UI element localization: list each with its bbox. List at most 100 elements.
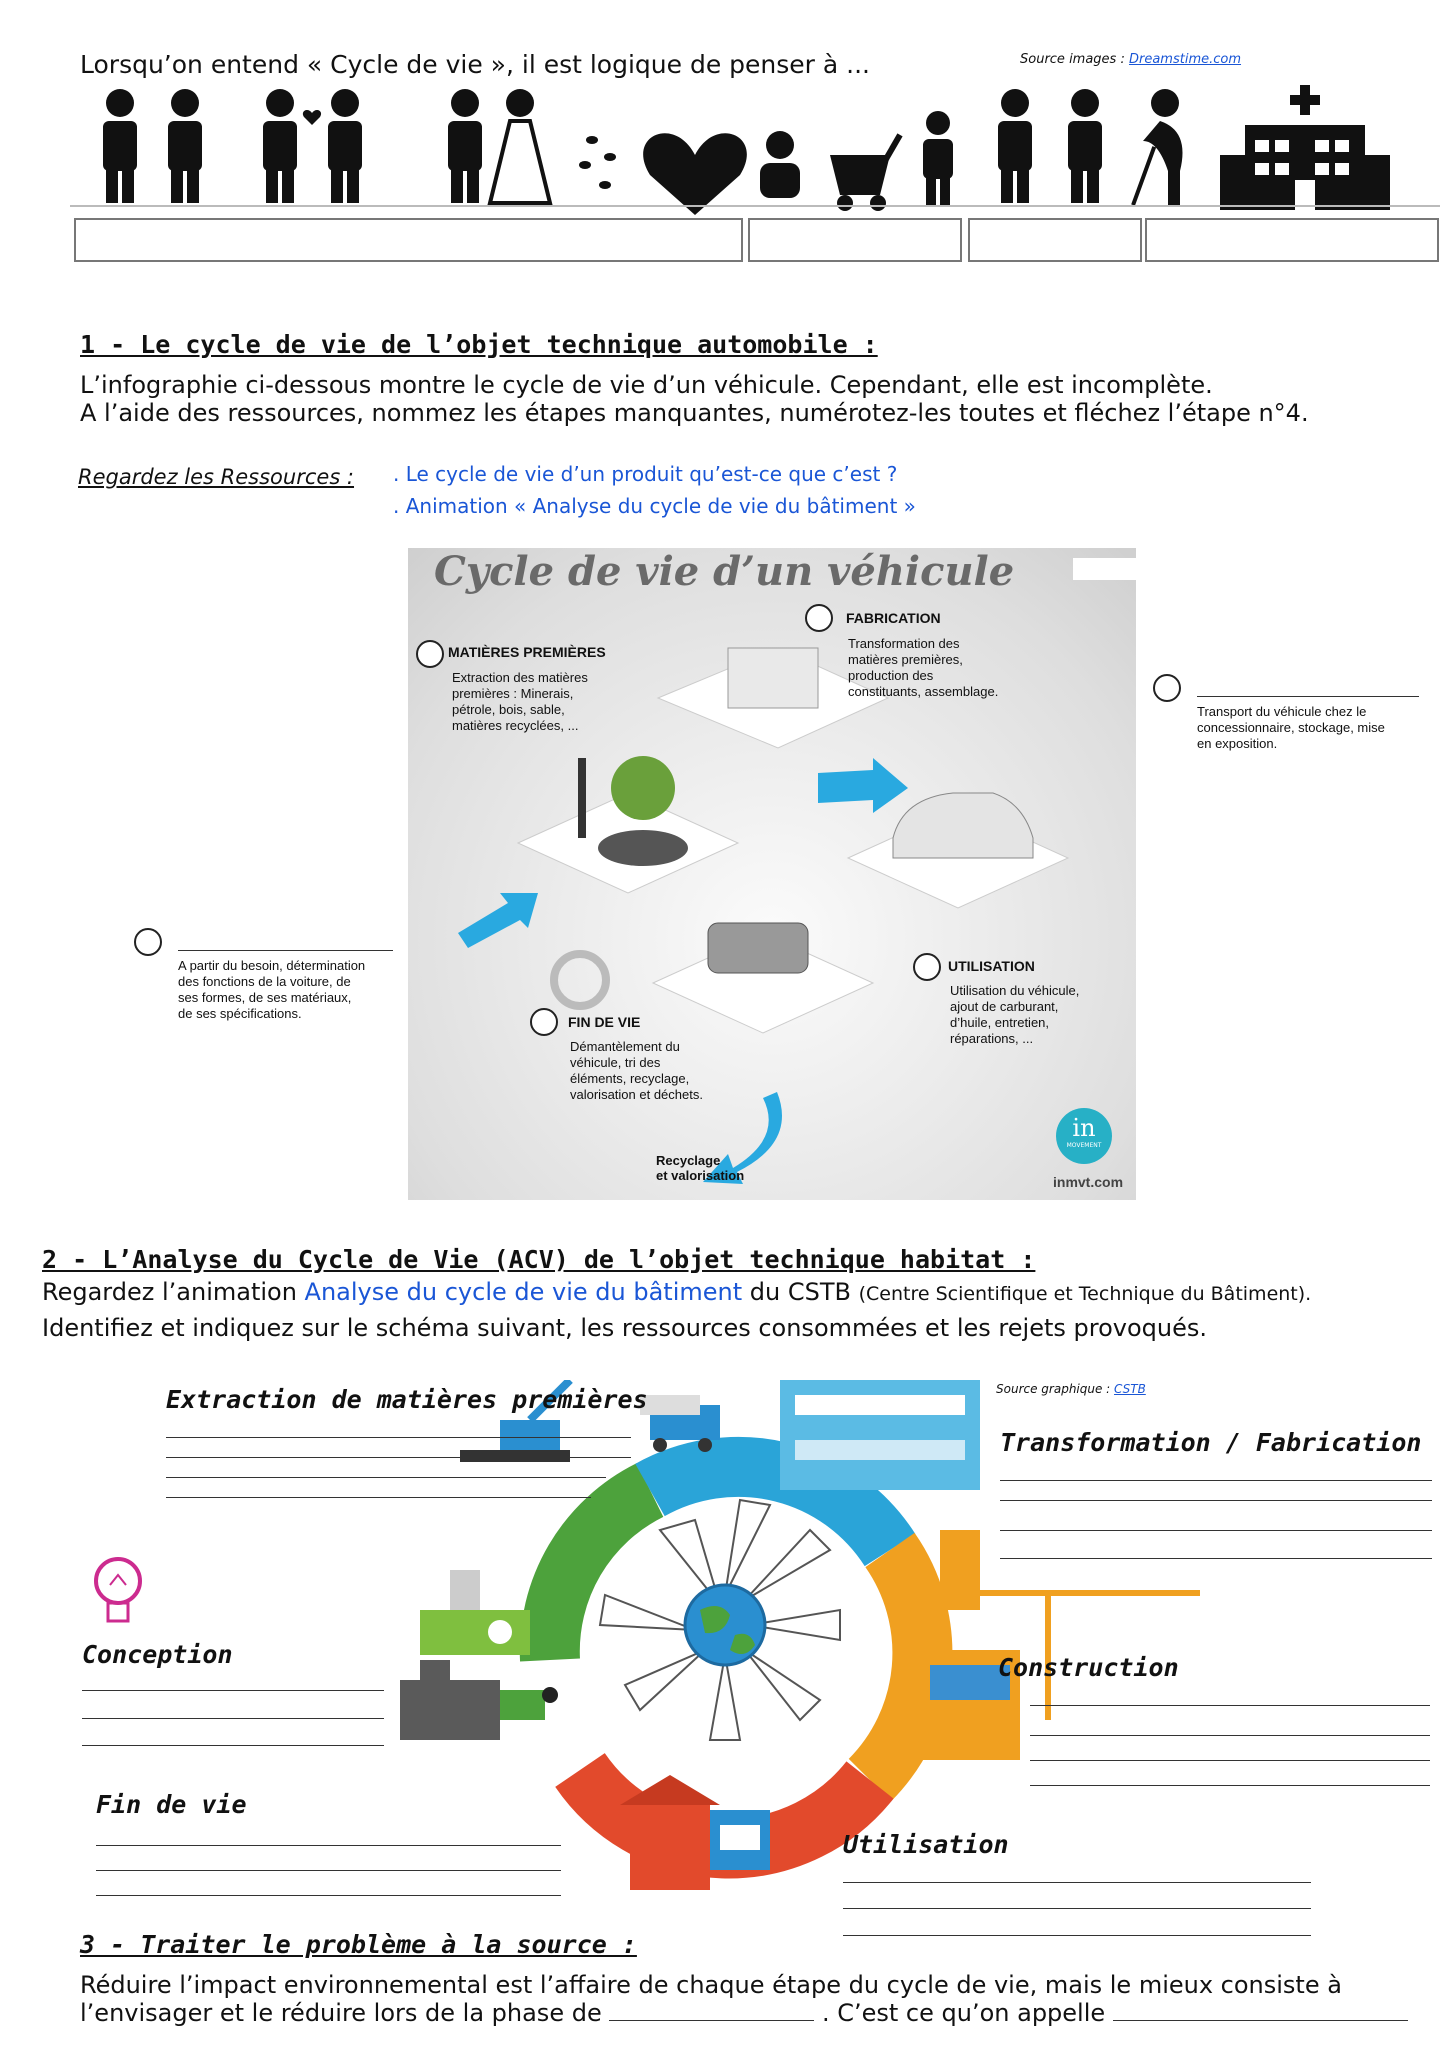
stroller-icon <box>830 133 903 211</box>
fin-de-vie-label: Fin de vie <box>96 1790 247 1819</box>
section3-title: 3 - Traiter le problème à la source : <box>80 1930 637 1959</box>
section3-line2: l’envisager et le réduire lors de la pha… <box>80 1998 1408 2028</box>
cycle-arc-green <box>519 1463 664 1662</box>
extraction-label: Extraction de matières premières <box>166 1385 648 1414</box>
answer-box-3[interactable] <box>968 218 1142 262</box>
demolition-icon <box>400 1660 558 1740</box>
transformation-line-3[interactable] <box>1000 1530 1432 1531</box>
cstb-source: Source graphique : CSTB <box>996 1382 1146 1396</box>
concept-blank[interactable] <box>1112 2020 1408 2021</box>
step-circle-utilisation[interactable] <box>913 953 941 981</box>
answer-box-2[interactable] <box>748 218 962 262</box>
acv-animation-link[interactable]: Analyse du cycle de vie du bâtiment <box>304 1278 743 1306</box>
baby-icon <box>760 131 800 198</box>
resource-link-1[interactable]: . Le cycle de vie d’un produit qu’est-ce… <box>393 462 898 486</box>
older-adult-icon <box>1068 89 1102 203</box>
section1-line2: A l’aide des ressources, nommez les étap… <box>80 399 1309 427</box>
construction-line-2[interactable] <box>1030 1735 1430 1736</box>
dreamstime-link[interactable]: Dreamstime.com <box>1128 52 1242 67</box>
utilisation-title: UTILISATION <box>948 958 1035 974</box>
utilisation-label: Utilisation <box>843 1830 1009 1859</box>
transformation-line-4[interactable] <box>1000 1558 1432 1559</box>
crane-icon <box>960 1590 1200 1720</box>
inmovement-logo: in MOVEMENT <box>1056 1108 1112 1164</box>
answer-box-4[interactable] <box>1145 218 1439 262</box>
section1-line1: L’infographie ci-dessous montre le cycle… <box>80 371 1213 399</box>
recycle-icon <box>550 950 610 1010</box>
transformation-line-1[interactable] <box>1000 1480 1432 1481</box>
findevie-title: FIN DE VIE <box>568 1014 641 1030</box>
inmvt-site: inmvt.com <box>1053 1174 1124 1190</box>
extraction-line-1[interactable] <box>166 1437 631 1438</box>
step-circle-conception[interactable] <box>134 928 162 956</box>
arrow-fab-to-use <box>818 758 908 813</box>
resource-link-2[interactable]: . Animation « Analyse du cycle de vie du… <box>393 494 916 518</box>
resources-label: Regardez les Ressources : <box>78 465 355 489</box>
sperm-icon <box>579 136 616 189</box>
wedding-icon <box>448 89 553 205</box>
intro-source: Source images : Dreamstime.com <box>1020 52 1242 67</box>
factory-icon <box>780 1380 980 1490</box>
adult-icon <box>998 89 1032 203</box>
transformation-label: Transformation / Fabrication <box>1000 1428 1422 1457</box>
utilisation-line-2[interactable] <box>843 1908 1311 1909</box>
construction-line-1[interactable] <box>1030 1705 1430 1706</box>
section2-line1: Regardez l’animation Analyse du cycle de… <box>42 1278 1312 1306</box>
step-circle-fabrication[interactable] <box>805 604 833 632</box>
section2-line2: Identifiez et indiquez sur le schéma sui… <box>42 1314 1207 1342</box>
utilisation-text: Utilisation du véhicule,ajout de carbura… <box>950 983 1080 1046</box>
building-icon <box>920 1650 1020 1760</box>
life-pictograms <box>103 85 1390 215</box>
transformation-line-2[interactable] <box>1000 1500 1432 1501</box>
transport-blank[interactable] <box>1197 696 1419 697</box>
white-patch <box>1073 558 1136 580</box>
tree-icon <box>611 756 675 820</box>
recycling-center-icon <box>420 1570 530 1655</box>
cstb-link[interactable]: CSTB <box>1114 1382 1146 1396</box>
conception-line-1[interactable] <box>82 1690 384 1691</box>
findevie-line-1[interactable] <box>96 1845 561 1846</box>
findevie-line-3[interactable] <box>96 1895 561 1896</box>
love-couple-icon <box>263 89 362 203</box>
extraction-line-3[interactable] <box>166 1477 606 1478</box>
factory-shape <box>727 647 819 709</box>
extraction-line-2[interactable] <box>166 1457 631 1458</box>
excavator-icon <box>460 1380 573 1462</box>
section3-line1: Réduire l’impact environnemental est l’a… <box>80 1971 1342 1999</box>
gravel-pile <box>598 830 688 866</box>
construction-line-4[interactable] <box>1030 1785 1430 1786</box>
acv-cycle-diagram <box>400 1380 1200 1890</box>
car-icon <box>892 792 1034 859</box>
step-circle-findevie[interactable] <box>530 1008 558 1036</box>
extraction-line-4[interactable] <box>166 1497 591 1498</box>
vehicle-infographic: Cycle de vie d’un véhicule MATIÈRES PREM… <box>408 548 1136 1200</box>
step-circle-matieres[interactable] <box>416 640 444 668</box>
utilisation-line-1[interactable] <box>843 1882 1311 1883</box>
intro-text: Lorsqu’on entend « Cycle de vie », il es… <box>80 50 870 79</box>
infographic-title: Cycle de vie d’un véhicule <box>434 548 1015 595</box>
findevie-line-2[interactable] <box>96 1870 561 1871</box>
arrow-recyclage <box>703 1092 782 1184</box>
lightbulb-icon <box>94 1557 142 1623</box>
elderly-icon <box>1131 89 1183 206</box>
matieres-title: MATIÈRES PREMIÈRES <box>448 644 606 660</box>
fabrication-title: FABRICATION <box>846 610 941 626</box>
utilisation-line-3[interactable] <box>843 1935 1311 1936</box>
step-circle-transport[interactable] <box>1153 674 1181 702</box>
child-icon <box>923 111 953 205</box>
construction-line-3[interactable] <box>1030 1760 1430 1761</box>
conception-line-2[interactable] <box>82 1718 384 1719</box>
answer-box-1[interactable] <box>74 218 743 262</box>
phase-blank[interactable] <box>609 2020 815 2021</box>
section2-title: 2 - L’Analyse du Cycle de Vie (ACV) de l… <box>42 1245 1036 1274</box>
conception-line-3[interactable] <box>82 1745 384 1746</box>
conception-blank[interactable] <box>178 950 393 951</box>
cycle-arc-orange <box>848 1532 953 1802</box>
construction-label: Construction <box>998 1653 1179 1682</box>
heartbeat-icon <box>643 133 747 215</box>
